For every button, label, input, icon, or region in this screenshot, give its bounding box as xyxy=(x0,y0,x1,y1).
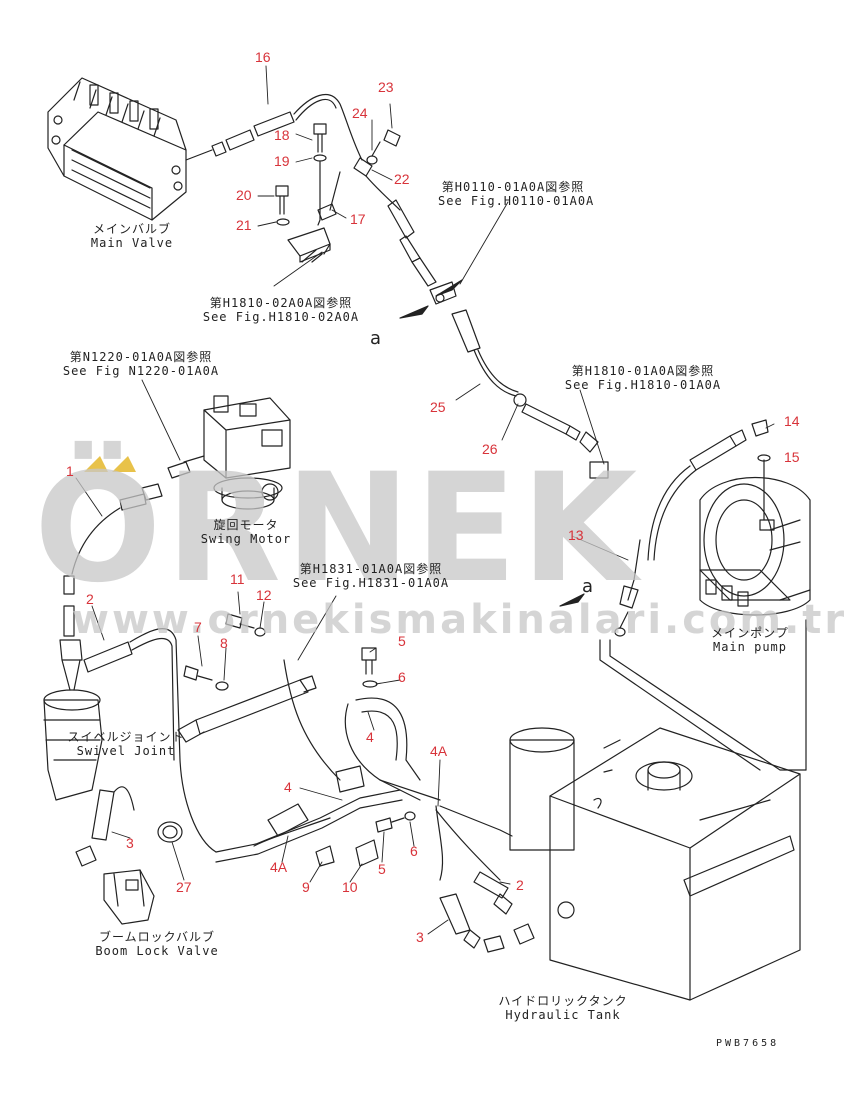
part-number: 3 xyxy=(126,835,134,851)
hose-2-left-drawing xyxy=(83,628,217,853)
part-number: 5 xyxy=(378,861,386,877)
part-number: 13 xyxy=(568,527,584,543)
bolts-drawing xyxy=(275,123,401,226)
main-pump-en: Main pump xyxy=(712,640,788,654)
boom-lock-valve-jp: ブームロックバルブ xyxy=(98,930,216,944)
part-number: 6 xyxy=(410,843,418,859)
part-number: 18 xyxy=(274,127,290,143)
part-number: 20 xyxy=(236,187,252,203)
swivel-joint-drawing xyxy=(43,639,103,801)
part-number: 27 xyxy=(176,879,192,895)
part-number: 15 xyxy=(784,449,800,465)
part-number: 8 xyxy=(220,635,228,651)
ref-h1810-01-label: 第H1810-01A0A図参照 See Fig.H1810-01A0A xyxy=(558,364,728,392)
part-number: 4A xyxy=(430,743,448,759)
part-number: 25 xyxy=(430,399,446,415)
clamp-27-drawing xyxy=(157,821,183,843)
boom-lock-valve-en: Boom Lock Valve xyxy=(95,944,219,958)
swivel-joint-label: スイベルジョイント Swivel Joint xyxy=(56,730,196,758)
main-pump-drawing xyxy=(699,459,811,616)
part-number: 7 xyxy=(194,619,202,635)
hose-13-drawing xyxy=(614,539,641,637)
ref-h1810-01-en: See Fig.H1810-01A0A xyxy=(564,378,722,392)
part-number: 22 xyxy=(394,171,410,187)
hydraulic-tank-drawing xyxy=(509,727,801,1001)
ref-h0110-jp: 第H0110-01A0A図参照 xyxy=(441,180,585,194)
part-number: 19 xyxy=(274,153,290,169)
swing-motor-jp: 旋回モータ xyxy=(213,518,279,532)
main-valve-label: メインバルブ Main Valve xyxy=(72,222,192,250)
part-number: 2 xyxy=(86,591,94,607)
part-number: 3 xyxy=(416,929,424,945)
leader-lines xyxy=(75,65,775,935)
ref-h1810-02-jp: 第H1810-02A0A図参照 xyxy=(209,296,353,310)
connection-marker-a-right: a xyxy=(582,576,594,597)
part-number: 11 xyxy=(230,571,245,587)
boom-lock-valve-label: ブームロックバルブ Boom Lock Valve xyxy=(72,930,242,958)
part-number: 17 xyxy=(350,211,366,227)
part-number: 24 xyxy=(352,105,368,121)
part-number: 9 xyxy=(302,879,310,895)
ref-n1220-en: See Fig N1220-01A0A xyxy=(62,364,220,378)
main-pump-jp: メインポンプ xyxy=(711,626,789,640)
watermark-url: www.ornekismakinalari.com.tr xyxy=(72,597,848,643)
part-number: 1 xyxy=(66,463,74,479)
ref-h1831-jp: 第H1831-01A0A図参照 xyxy=(299,562,443,576)
ref-n1220-jp: 第N1220-01A0A図参照 xyxy=(69,350,213,364)
hydraulic-tank-jp: ハイドロリックタンク xyxy=(498,994,628,1008)
part-number: 4A xyxy=(270,859,288,875)
ref-h1810-02-en: See Fig.H1810-02A0A xyxy=(202,310,360,324)
part-number: 23 xyxy=(378,79,394,95)
main-valve-en: Main Valve xyxy=(90,236,174,250)
hose-3-left-drawing xyxy=(75,786,155,925)
hoses-right-drawing xyxy=(435,805,535,953)
part-number: 4 xyxy=(366,729,374,745)
main-valve-drawing xyxy=(47,77,213,221)
watermark-brand: ÖRNEK xyxy=(34,442,642,616)
drawing-code: PWB7658 xyxy=(716,1038,780,1049)
ref-n1220-label: 第N1220-01A0A図参照 See Fig N1220-01A0A xyxy=(56,350,226,378)
part-number: 21 xyxy=(236,217,252,233)
hose-16-drawing xyxy=(211,93,437,287)
part-number: 16 xyxy=(255,49,271,65)
main-valve-jp: メインバルブ xyxy=(92,222,171,236)
swing-motor-drawing xyxy=(167,395,291,510)
ref-h1810-02-label: 第H1810-02A0A図参照 See Fig.H1810-02A0A xyxy=(196,296,366,324)
part-number: 12 xyxy=(256,587,272,603)
main-pump-label: メインポンプ Main pump xyxy=(700,626,800,654)
hose-bundle-drawing xyxy=(177,659,441,867)
part-number: 26 xyxy=(482,441,498,457)
part-number: 5 xyxy=(398,633,406,649)
hydraulic-tank-label: ハイドロリックタンク Hydraulic Tank xyxy=(488,994,638,1022)
return-lines-drawing xyxy=(599,619,807,771)
part-number: 14 xyxy=(784,413,800,429)
swivel-joint-jp: スイベルジョイント xyxy=(67,730,185,744)
swivel-joint-en: Swivel Joint xyxy=(76,744,176,758)
part-number: 2 xyxy=(516,877,524,893)
arrows-drawing xyxy=(399,279,585,607)
ref-h1831-en: See Fig.H1831-01A0A xyxy=(292,576,450,590)
ref-h0110-label: 第H0110-01A0A図参照 See Fig.H0110-01A0A xyxy=(438,180,595,208)
hose-1-drawing xyxy=(63,483,163,637)
ref-h0110-en: See Fig.H0110-01A0A xyxy=(438,194,595,208)
part-number: 4 xyxy=(284,779,292,795)
connection-marker-a-top: a xyxy=(370,328,382,349)
part-number: 10 xyxy=(342,879,358,895)
swing-motor-label: 旋回モータ Swing Motor xyxy=(186,518,306,546)
hydraulic-tank-en: Hydraulic Tank xyxy=(505,1008,621,1022)
tee-and-hose-25-drawing xyxy=(429,281,609,479)
swing-motor-en: Swing Motor xyxy=(200,532,292,546)
ref-h1831-label: 第H1831-01A0A図参照 See Fig.H1831-01A0A xyxy=(286,562,456,590)
ref-h1810-01-jp: 第H1810-01A0A図参照 xyxy=(571,364,715,378)
bracket-drawing xyxy=(287,171,341,263)
part-number: 6 xyxy=(398,669,406,685)
